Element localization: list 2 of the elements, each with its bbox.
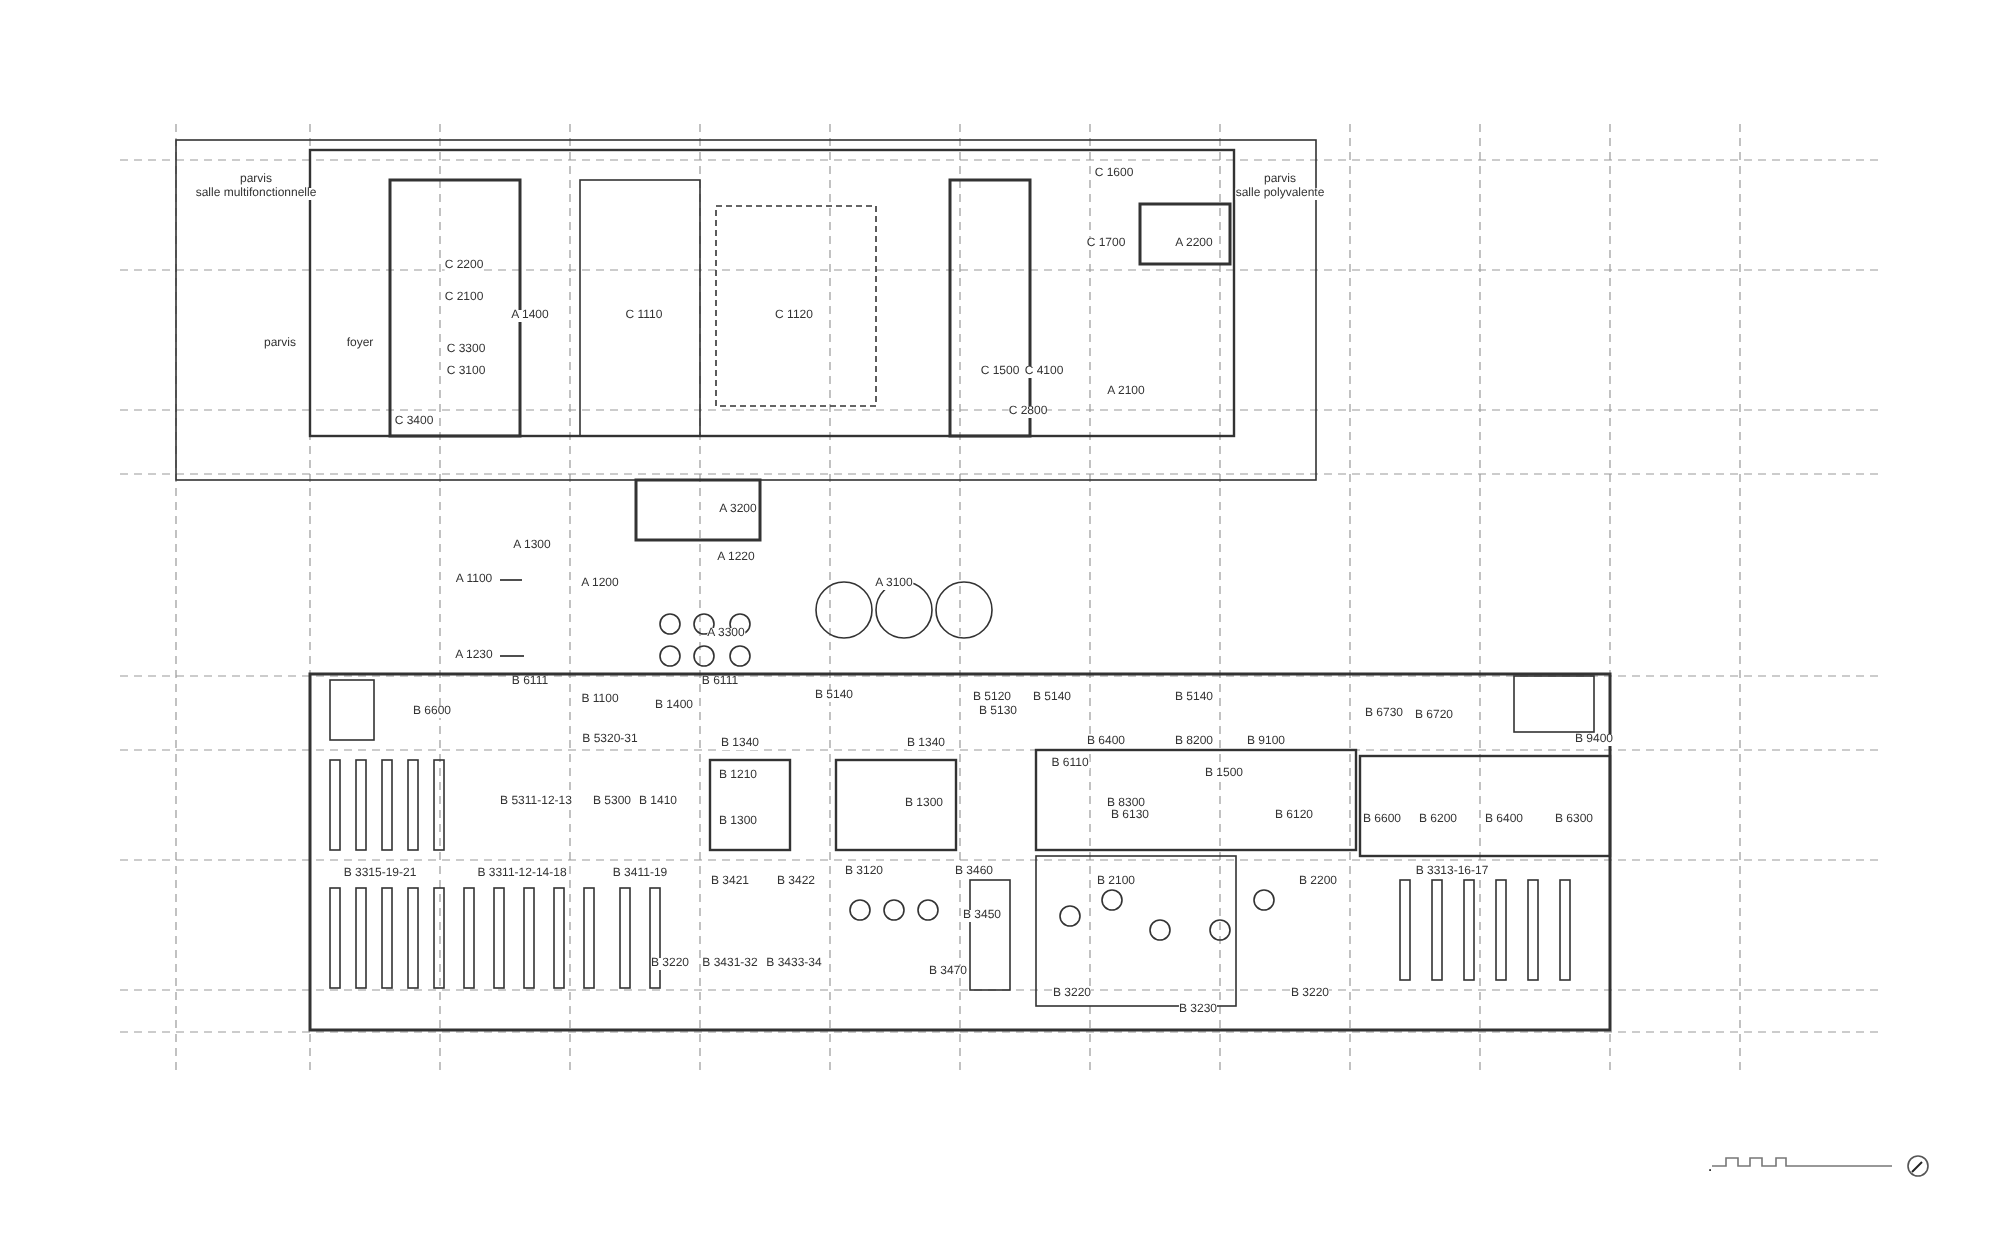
leader-line (499, 655, 525, 657)
leader-line (499, 579, 523, 581)
